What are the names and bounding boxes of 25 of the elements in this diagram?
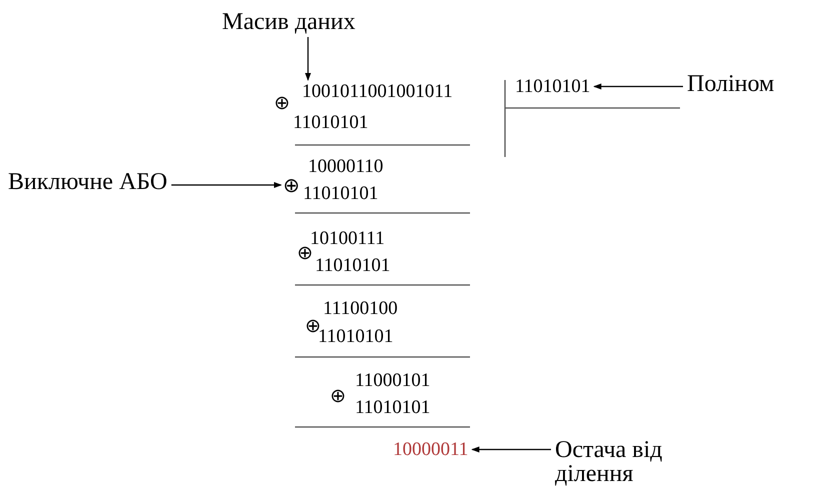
binary-number: 11010101	[355, 398, 430, 417]
binary-number: 10000110	[308, 157, 384, 176]
arrow	[171, 182, 282, 188]
remainder-number: 10000011	[393, 440, 468, 459]
binary-number: 11010101	[318, 327, 394, 346]
arrow	[305, 37, 311, 81]
arrow	[471, 446, 551, 452]
arrow	[593, 84, 683, 90]
binary-number: 11000101	[355, 371, 430, 390]
binary-number: 11010101	[293, 113, 368, 132]
binary-number: ⊕	[297, 244, 313, 263]
binary-number: ⊕	[305, 317, 321, 336]
polynomial-label: Поліном	[687, 72, 774, 96]
dividend-number: 1001011001001011	[302, 82, 453, 101]
binary-number: 11010101	[315, 256, 390, 275]
data-array-label: Масив даних	[222, 10, 356, 34]
xor-symbol: ⊕	[283, 176, 300, 196]
binary-number: 11100100	[323, 299, 398, 318]
divisor-number: 11010101	[515, 77, 590, 96]
binary-number: 10100111	[310, 229, 385, 248]
xor-label: Виключне АБО	[8, 170, 168, 194]
binary-number: 11010101	[303, 184, 378, 203]
binary-number: ⊕	[274, 94, 290, 113]
binary-number: ⊕	[330, 387, 346, 406]
remainder-label: Остача від ділення	[555, 438, 705, 486]
